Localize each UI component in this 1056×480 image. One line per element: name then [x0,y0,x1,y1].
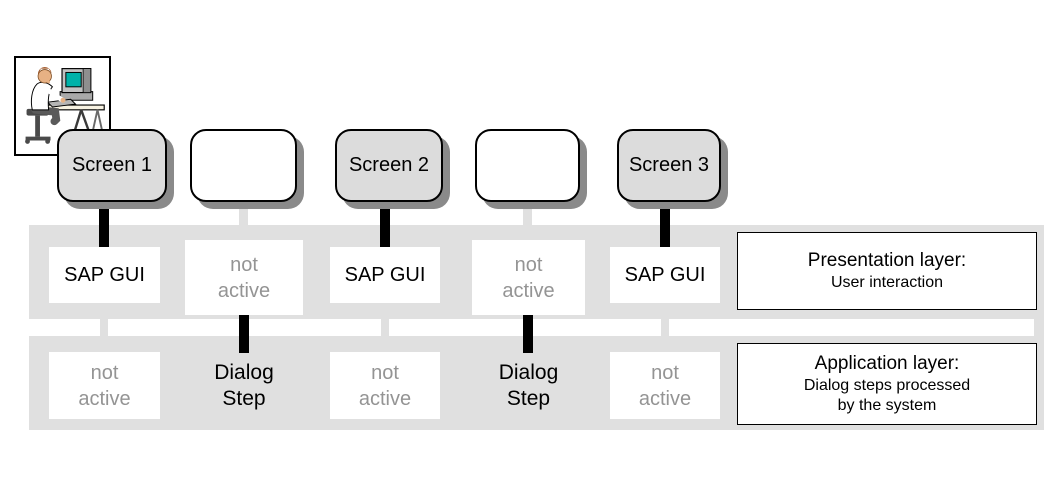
screen-box-empty-2 [475,129,580,202]
bridge-col5 [661,319,669,337]
screen-box-1-label: Screen 1 [71,154,153,176]
presentation-layer-title: Presentation layer: [807,250,967,271]
bridge-right-edge [1034,319,1044,337]
application-cell-dialogstep-1: Dialog Step [214,360,274,410]
screen-box-2: Screen 2 [335,129,443,202]
application-layer-title: Application layer: [814,353,960,374]
screen-box-3: Screen 3 [617,129,721,202]
application-cell-notactive-2: not active [330,352,440,419]
application-cell-notactive-3: not active [610,352,720,419]
connector-notactive1-dialogstep1 [239,315,249,353]
presentation-cell-notactive-2: not active [472,240,585,315]
connector-screen2-sapgui [380,202,390,247]
presentation-cell-sapgui-2: SAP GUI [330,247,440,303]
screen-box-3-label: Screen 3 [628,154,710,176]
application-layer-subtitle-line1: Dialog steps processed [803,377,971,394]
application-layer-subtitle-line2: by the system [837,397,937,414]
connector-empty2-band [523,200,532,226]
application-layer-label: Application layer: Dialog steps processe… [737,343,1037,425]
connector-empty1-band [239,200,248,226]
user-at-computer-icon [25,67,107,148]
application-cell-dialogstep-2: Dialog Step [498,360,559,410]
user-at-computer-illustration [14,56,111,156]
bridge-col3 [381,319,389,337]
connector-screen3-sapgui [660,202,670,247]
presentation-layer-subtitle: User interaction [830,274,944,291]
presentation-layer-label: Presentation layer: User interaction [737,232,1037,310]
presentation-cell-sapgui-1: SAP GUI [49,247,160,303]
bridge-col1 [100,319,108,337]
application-cell-notactive-1: not active [49,352,160,419]
presentation-cell-notactive-1: not active [185,240,303,315]
connector-screen1-sapgui [99,202,109,247]
screen-box-2-label: Screen 2 [348,154,430,176]
connector-notactive2-dialogstep2 [523,315,533,353]
screen-box-empty-1 [190,129,297,202]
presentation-cell-sapgui-3: SAP GUI [610,247,720,303]
screen-box-1: Screen 1 [57,129,167,202]
